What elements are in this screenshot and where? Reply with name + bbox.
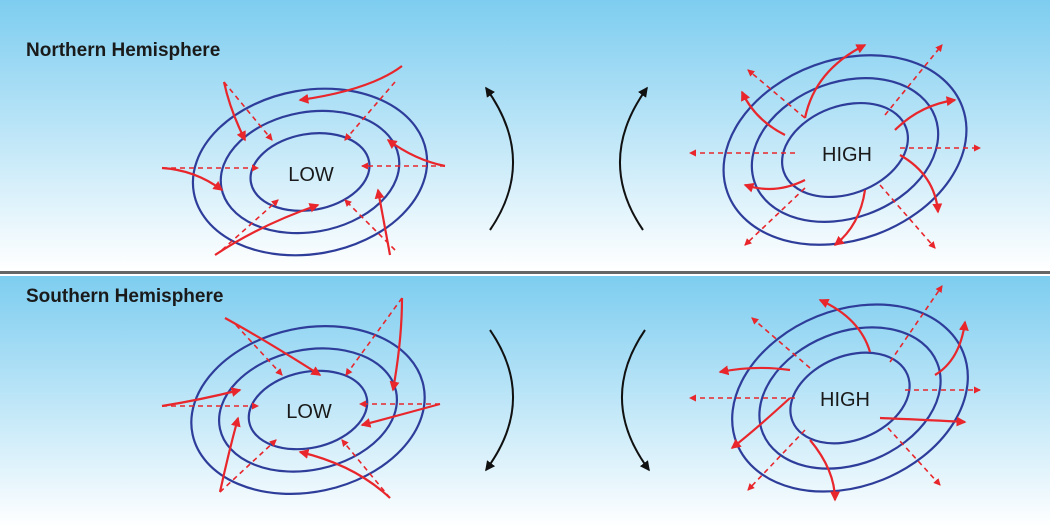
northern-panel-background [0, 0, 1050, 270]
rotation-arrows [485, 86, 650, 472]
southern-high-system: HIGH [688, 285, 982, 502]
southern-low-system: LOW [161, 297, 441, 499]
wind-arrows [161, 297, 441, 499]
wind-arrows [161, 65, 446, 256]
wind-arrows [741, 44, 957, 246]
rotation-arrow-south-right [620, 329, 650, 472]
isobar-rings [190, 325, 426, 495]
low-pressure-label: LOW [286, 401, 332, 423]
high-pressure-label: HIGH [820, 389, 870, 411]
pressure-gradient-arrows [162, 297, 440, 499]
southern-hemisphere-title: Southern Hemisphere [26, 286, 223, 307]
isobar-rings [722, 54, 968, 246]
high-pressure-label: HIGH [822, 144, 872, 166]
rotation-arrow-north-left [485, 86, 515, 231]
rotation-arrow-north-right [618, 86, 648, 231]
low-pressure-label: LOW [288, 164, 334, 186]
wind-arrows [718, 298, 969, 502]
southern-panel-background [0, 276, 1050, 527]
northern-low-system: LOW [161, 65, 446, 257]
pressure-gradient-arrows [688, 44, 982, 249]
rotation-arrow-south-left [485, 329, 515, 472]
northern-hemisphere-title: Northern Hemisphere [26, 40, 220, 61]
pressure-gradient-arrows [688, 285, 982, 491]
northern-high-system: HIGH [688, 44, 982, 249]
